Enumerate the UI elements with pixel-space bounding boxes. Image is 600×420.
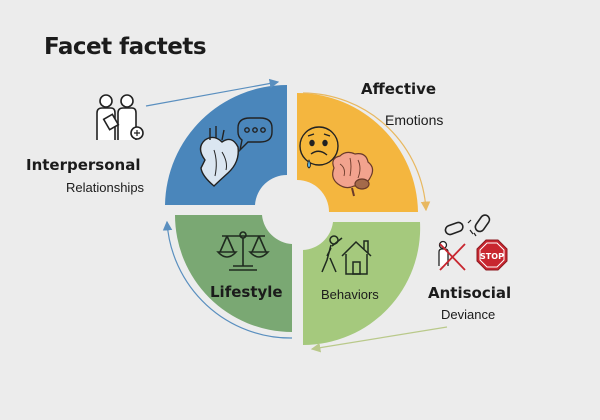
sublabel-emotions: Emotions [385,112,444,128]
heart-icon [199,126,239,187]
brain-icon [332,151,374,197]
label-antisocial: Antisocial [428,284,512,302]
label-behaviors: Behaviors [321,287,379,302]
crossed-person-icon [438,240,466,271]
quadrant-lifestyle [175,215,292,332]
broken-chain-icon [444,214,491,237]
diagram-title: Facet factets [44,34,207,60]
arrow-interpersonal-to-affective [145,78,280,107]
person-house-icon [321,235,372,275]
sad-face-icon [299,126,339,169]
quadrant-antisocial [303,222,421,346]
people-icon [96,94,144,140]
sublabel-deviance: Deviance [441,307,496,322]
speech-bubble-icon [237,117,273,153]
arrow-antisocial-to-lifestyle [310,326,448,353]
stop-sign-icon: STOP [476,239,508,271]
quadrant-affective [297,93,418,212]
label-affective: Affective [361,80,437,98]
arrow-affective-to-antisocial [302,92,431,212]
label-lifestyle: Lifestyle [210,283,283,301]
scales-icon [216,231,270,271]
sublabel-relationships: Relationships [66,180,145,195]
arrow-lifestyle-to-interpersonal [162,220,293,339]
svg-text:STOP: STOP [480,252,504,261]
label-interpersonal: Interpersonal [26,156,141,174]
